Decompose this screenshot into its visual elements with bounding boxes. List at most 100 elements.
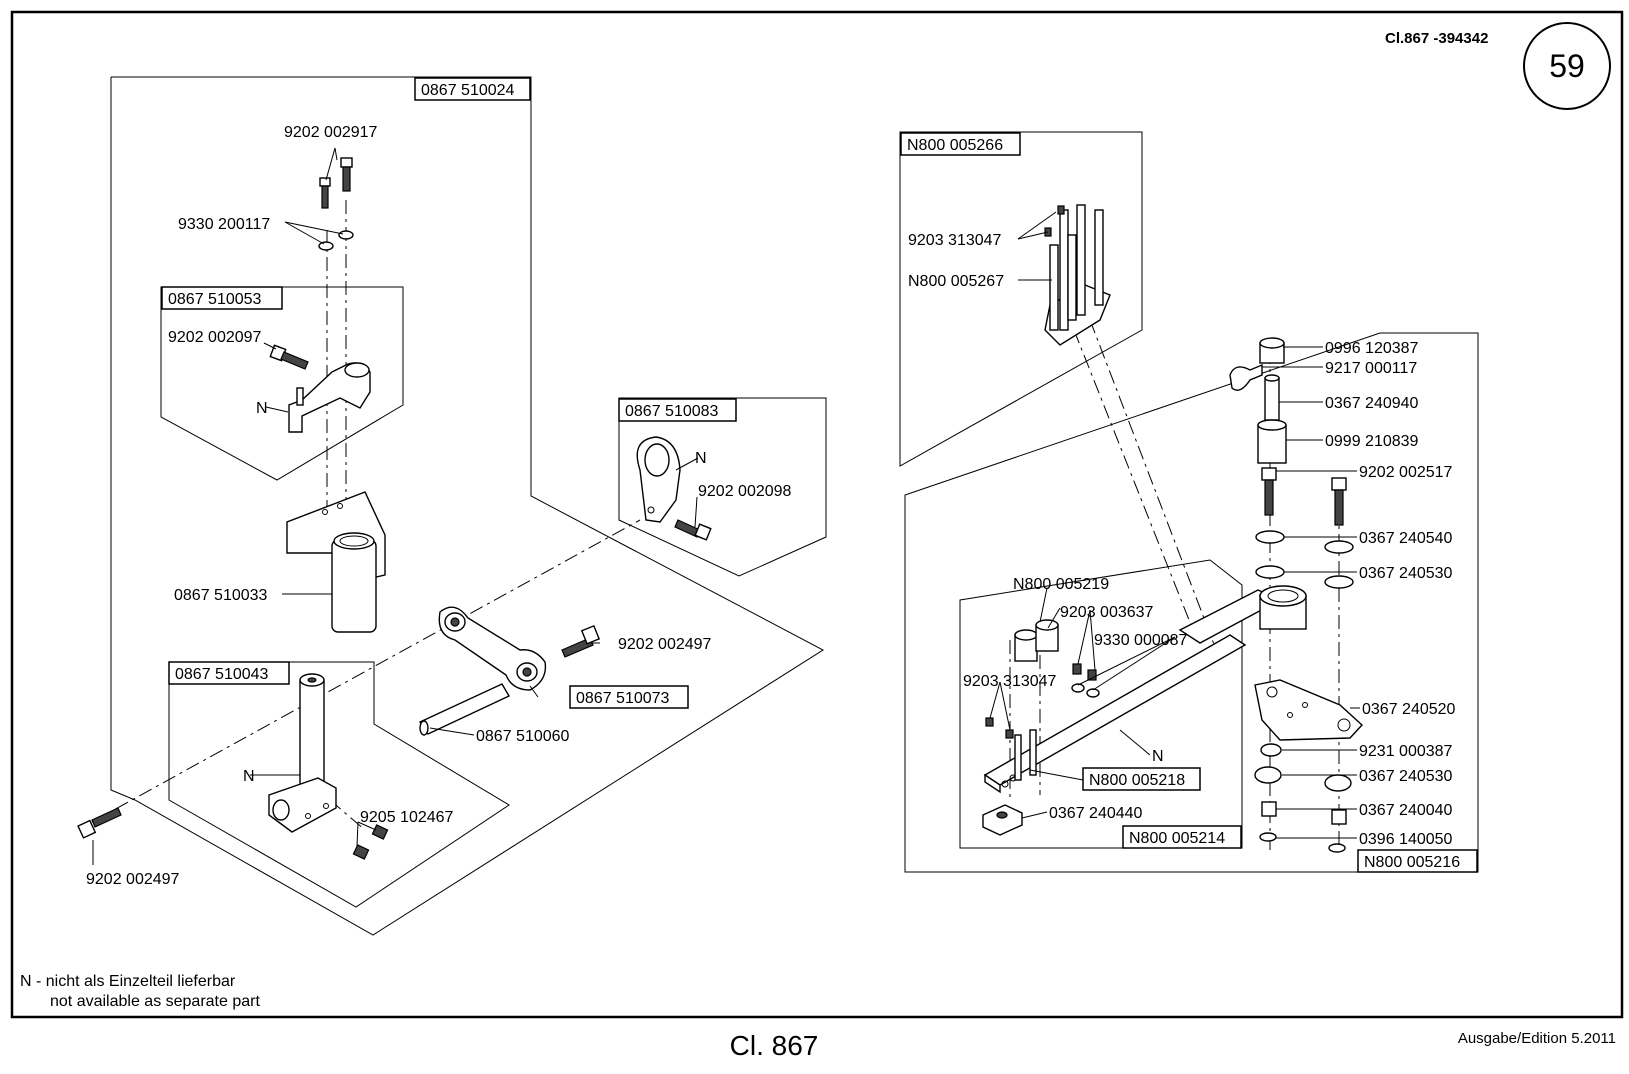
- set-screw-9205-102467-b: [352, 844, 370, 860]
- washer-0367-240530-b: [1324, 575, 1354, 589]
- boxed-label-0867-510083: 0867 510083: [618, 398, 737, 422]
- svg-text:N800 005266: N800 005266: [907, 137, 1003, 154]
- long-bar-N800-005218: [983, 589, 1282, 794]
- block-0367-240440: [982, 804, 1023, 836]
- nut-9231-000387: [1260, 743, 1282, 757]
- svg-text:0867 510073: 0867 510073: [576, 690, 670, 707]
- part-label: 9330 000087: [1094, 632, 1188, 649]
- bushing-large: [1259, 585, 1307, 630]
- part-label: 9203 313047: [908, 232, 1002, 249]
- screw-9202-002497-lower: [77, 807, 122, 839]
- group-outline-0867-510024: [110, 76, 824, 936]
- svg-text:N800 005214: N800 005214: [1129, 830, 1225, 847]
- pin-b: [1029, 729, 1037, 776]
- washer-0396-140050-a: [1259, 832, 1277, 842]
- boxed-label-N800-005218: N800 005218: [1082, 767, 1201, 791]
- part-label: 0867 510033: [174, 587, 268, 604]
- bearing-0367-240530-a: [1254, 766, 1282, 784]
- screw-9203-313047-top-a: [1057, 205, 1065, 215]
- boxed-label-N800-005266: N800 005266: [900, 132, 1021, 156]
- pin-plate-N800-005267: [1044, 204, 1111, 346]
- screw-9202-002097: [269, 344, 309, 370]
- boxed-label-0867-510073: 0867 510073: [569, 685, 689, 709]
- part-label: N800 005267: [908, 273, 1004, 290]
- washer-9330-000087-b: [1086, 688, 1100, 698]
- part-label: 9202 002097: [168, 329, 262, 346]
- washer-9330-000087-a: [1071, 683, 1085, 693]
- boxed-label-0867-510053: 0867 510053: [161, 286, 283, 310]
- part-label: 0367 240040: [1359, 802, 1453, 819]
- page-number-circle: [1523, 22, 1611, 110]
- svg-text:0867 510083: 0867 510083: [625, 403, 719, 420]
- boxed-label-0867-510043: 0867 510043: [168, 661, 290, 685]
- group-outline-N800-005266: [899, 131, 1143, 467]
- group-outline-0867-510053: [160, 286, 404, 481]
- plate-0367-240520: [1254, 679, 1363, 741]
- clamp-0867-510083: [636, 436, 681, 523]
- washer-0367-240530-a: [1255, 565, 1285, 579]
- part-label: 9330 200117: [178, 216, 270, 233]
- part-label: 0367 240530: [1359, 768, 1453, 785]
- boxed-label-0867-510024: 0867 510024: [414, 77, 531, 101]
- clamp-lever-0867-510053: [288, 362, 371, 433]
- sheet-border: [10, 10, 1624, 1019]
- wing-screw-9217-000117: [1229, 363, 1263, 391]
- edition-label: Ausgabe/Edition 5.2011: [1458, 1030, 1616, 1047]
- shaft-holder-0867-510043: [268, 673, 337, 833]
- part-label: 9202 002917: [284, 124, 378, 141]
- leader-lines: [92, 147, 1360, 865]
- bushing-0367-240040-b: [1331, 809, 1347, 825]
- screw-0367-240940: [1264, 374, 1280, 421]
- part-label: 9203 003637: [1060, 604, 1154, 621]
- washer-0367-240540-a: [1255, 530, 1285, 544]
- part-label: 0996 120387: [1325, 340, 1419, 357]
- pin-a: [1014, 734, 1022, 781]
- link-arm-0867-510073: [438, 606, 547, 691]
- screw-9203-313047-low-b: [1005, 729, 1014, 739]
- part-label: N: [256, 400, 268, 417]
- screw-9202-002517-a: [1261, 467, 1277, 516]
- part-label: 9202 002497: [86, 871, 180, 888]
- bushing-0367-240040-a: [1261, 801, 1277, 817]
- pin-0867-510060: [418, 683, 510, 736]
- svg-text:N800 005218: N800 005218: [1089, 772, 1185, 789]
- part-label: N800 005219: [1013, 576, 1109, 593]
- washer-0367-240540-b: [1324, 540, 1354, 554]
- part-label: 0367 240440: [1049, 805, 1143, 822]
- boxed-label-N800-005216: N800 005216: [1357, 849, 1478, 873]
- part-label: 0396 140050: [1359, 831, 1453, 848]
- knurled-nut-N800-005219-b: [1035, 619, 1059, 652]
- part-label: 9202 002517: [1359, 464, 1453, 481]
- svg-text:0867 510043: 0867 510043: [175, 666, 269, 683]
- bearing-0367-240530-b: [1324, 774, 1352, 792]
- part-label: 0367 240540: [1359, 530, 1453, 547]
- footnote-line1: N - nicht als Einzelteil lieferbar: [20, 973, 236, 990]
- part-label: 0999 210839: [1325, 433, 1419, 450]
- svg-text:0867 510024: 0867 510024: [421, 82, 515, 99]
- sleeve-0999-210839: [1257, 419, 1287, 464]
- screw-9203-003637-a: [1072, 663, 1082, 675]
- set-screw-9205-102467-a: [371, 824, 389, 840]
- nut-0996-120387: [1259, 337, 1285, 364]
- washer-9330-200117-right: [338, 230, 354, 240]
- class-title: Cl. 867: [730, 1030, 819, 1061]
- washer-0396-140050-b: [1328, 843, 1346, 853]
- part-label: 9202 002497: [618, 636, 712, 653]
- svg-text:0867 510053: 0867 510053: [168, 291, 262, 308]
- svg-text:N800 005216: N800 005216: [1364, 854, 1460, 871]
- group-outline-N800-005216: [904, 332, 1479, 873]
- part-label: 0867 510060: [476, 728, 570, 745]
- screw-9202-002917-left: [319, 177, 331, 209]
- part-label: N: [243, 768, 255, 785]
- part-label: 9202 002098: [698, 483, 792, 500]
- class-reference: Cl.867 -394342: [1385, 30, 1488, 47]
- screw-9202-002098: [674, 519, 712, 541]
- part-label: 0367 240940: [1325, 395, 1419, 412]
- screw-9202-002517-b: [1331, 477, 1347, 526]
- group-outline-0867-510043: [168, 661, 510, 908]
- screw-9202-002917-right: [340, 157, 353, 192]
- part-label: 9203 313047: [963, 673, 1057, 690]
- part-label: 0367 240520: [1362, 701, 1456, 718]
- part-label: N: [695, 450, 707, 467]
